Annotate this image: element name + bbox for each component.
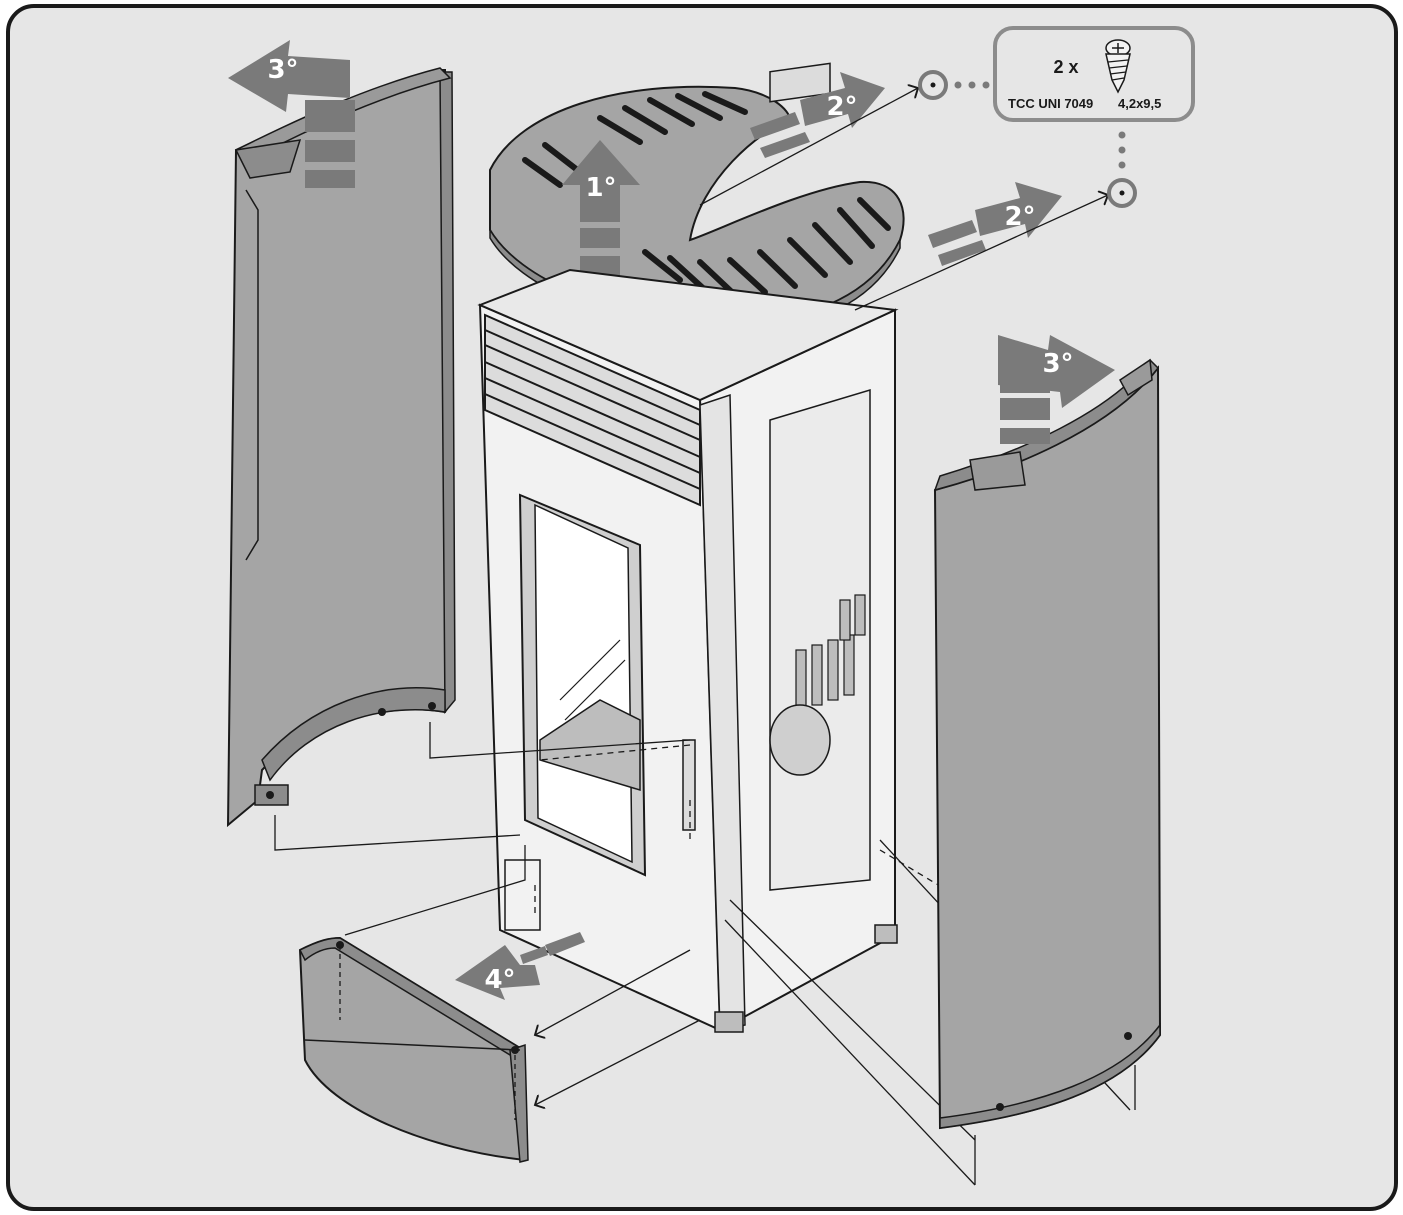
leader-lines (274, 88, 1136, 1186)
screw-quantity: 2 x (1053, 57, 1078, 77)
right-side-panel (933, 358, 1162, 1130)
step-3-right-arrow: 3° (998, 335, 1115, 444)
step-4-label: 4° (484, 965, 515, 995)
screw-hole-markers (918, 70, 1137, 208)
step-3-right-label: 3° (1042, 349, 1073, 379)
stove-body (477, 62, 899, 1033)
screw-hole-lower-icon (1107, 178, 1137, 208)
step-1-arrow: 1° (562, 140, 640, 280)
step-2-upper-label: 2° (826, 92, 857, 122)
screw-spec-standard: TCC UNI 7049 (1008, 96, 1093, 111)
step-4-arrow: 4° (455, 932, 585, 1000)
step-3-left-arrow: 3° (228, 40, 355, 188)
front-base-panel (298, 936, 529, 1163)
step-3-left-label: 3° (267, 55, 298, 85)
step-2-lower-label: 2° (1004, 202, 1035, 232)
step-2-lower-arrow: 2° (928, 182, 1062, 266)
step-1-label: 1° (585, 173, 616, 203)
screw-icon (1105, 39, 1131, 94)
screw-spec-size: 4,2x9,5 (1118, 96, 1161, 111)
screw-hole-upper-icon (918, 70, 948, 100)
step-2-upper-arrow: 2° (750, 72, 885, 158)
screw-callout: 2 x TCC UNI 7049 4,2x9,5 (993, 26, 1195, 122)
